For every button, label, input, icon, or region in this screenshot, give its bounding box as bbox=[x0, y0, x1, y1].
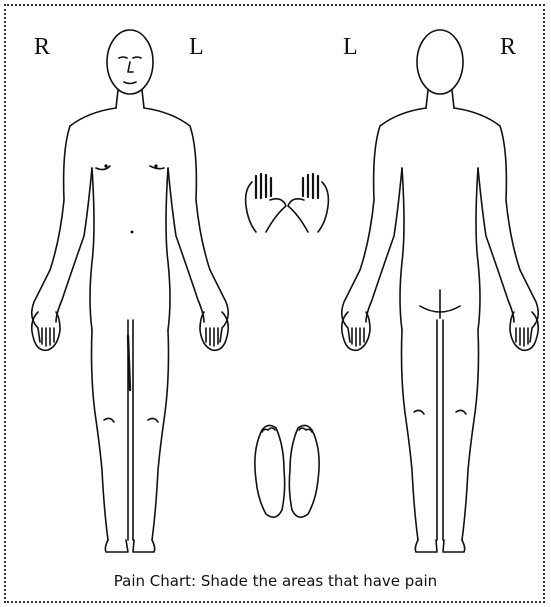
back-torso-right bbox=[476, 168, 480, 330]
front-left-fingers bbox=[206, 328, 218, 346]
left-sole-outline bbox=[255, 425, 285, 517]
back-right-arm-inner bbox=[478, 168, 514, 322]
right-palm-fingers bbox=[303, 174, 318, 198]
front-eyes bbox=[119, 57, 141, 58]
back-neck bbox=[426, 90, 454, 108]
front-right-arm-outer bbox=[32, 108, 116, 342]
chart-caption: Pain Chart: Shade the areas that have pa… bbox=[0, 572, 551, 590]
front-right-foot bbox=[105, 540, 128, 552]
front-neck bbox=[116, 90, 144, 108]
back-right-leg-outer bbox=[462, 330, 479, 540]
back-left-foot bbox=[415, 540, 437, 552]
back-body-figure[interactable] bbox=[342, 30, 539, 552]
front-left-nipple bbox=[154, 164, 157, 167]
back-left-leg-outer bbox=[402, 330, 419, 540]
front-right-nipple bbox=[104, 164, 107, 167]
palms-diagram[interactable] bbox=[246, 174, 329, 232]
right-palm-outline bbox=[318, 182, 328, 232]
back-left-arm-outer bbox=[342, 108, 426, 342]
back-buttocks bbox=[420, 290, 460, 318]
back-torso-left bbox=[400, 168, 404, 330]
front-right-leg-outer bbox=[92, 330, 109, 540]
front-torso-left bbox=[166, 168, 170, 330]
back-right-foot bbox=[443, 540, 465, 552]
back-right-arm-outer bbox=[454, 108, 538, 342]
back-right-fingers bbox=[516, 328, 528, 346]
back-left-fingers bbox=[352, 328, 364, 346]
front-body-figure[interactable] bbox=[32, 30, 229, 552]
back-head bbox=[417, 30, 463, 94]
left-palm-fingers bbox=[256, 174, 271, 198]
front-right-fingers bbox=[42, 328, 54, 346]
front-nose bbox=[128, 62, 133, 72]
front-mouth bbox=[124, 82, 136, 84]
right-sole-outline bbox=[289, 425, 319, 517]
left-palm-thumb bbox=[266, 199, 286, 232]
back-left-arm-inner bbox=[366, 168, 402, 322]
front-left-arm-inner bbox=[168, 168, 204, 322]
left-palm-outline bbox=[246, 182, 256, 232]
soles-diagram[interactable] bbox=[255, 425, 319, 517]
front-knees bbox=[104, 418, 158, 422]
front-right-arm-inner bbox=[56, 168, 92, 322]
right-palm-thumb bbox=[288, 199, 308, 232]
back-knees bbox=[414, 410, 466, 414]
front-left-leg-outer bbox=[152, 330, 169, 540]
front-navel bbox=[131, 231, 134, 234]
front-left-arm-outer bbox=[144, 108, 228, 342]
front-left-foot bbox=[133, 540, 155, 552]
front-torso-right bbox=[90, 168, 94, 330]
